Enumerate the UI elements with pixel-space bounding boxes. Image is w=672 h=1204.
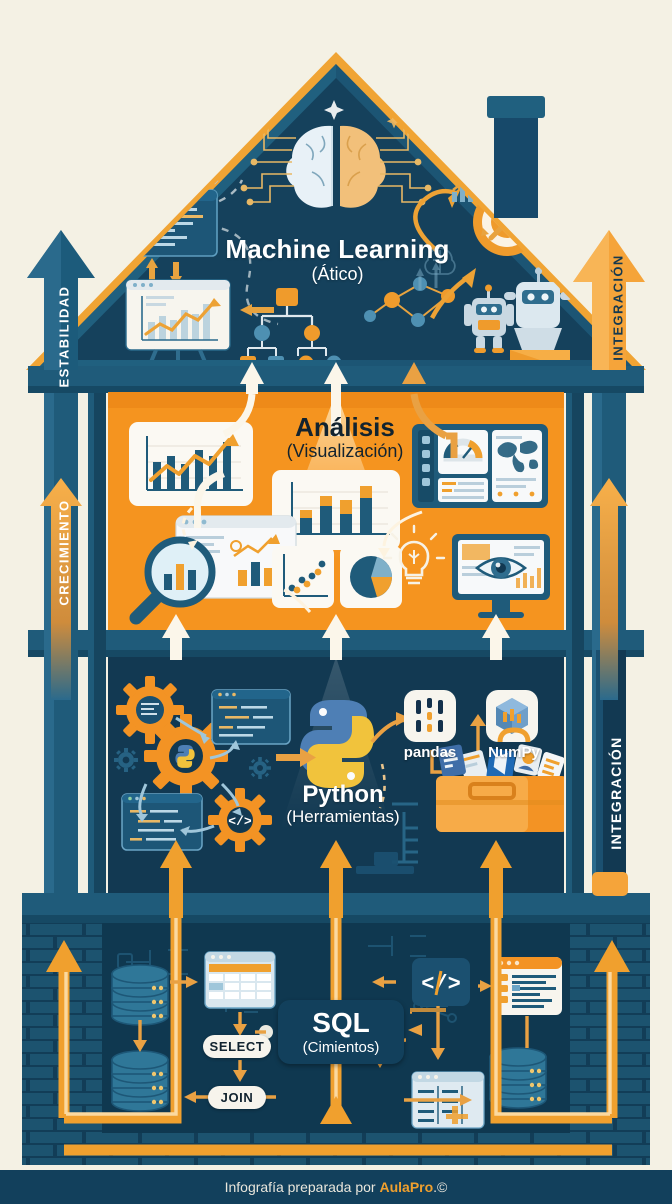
list-window-icon: [492, 957, 562, 1015]
table-grid-icon: [204, 951, 276, 1009]
svg-text:</>: </>: [228, 814, 252, 829]
database-cylinder-icon: [489, 1047, 547, 1109]
attic-graphics: [124, 100, 572, 360]
tool-label-pandas: pandas: [403, 744, 457, 761]
footer-suffix: .©: [433, 1179, 448, 1195]
footer-credit: Infografía preparada por AulaPro.©: [225, 1179, 448, 1195]
footer-bar: Infografía preparada por AulaPro.©: [0, 1170, 672, 1204]
tools-graphics: </>: [114, 660, 564, 874]
code-brackets-icon: </>: [412, 958, 470, 1006]
footer-brand: AulaPro: [379, 1179, 434, 1195]
database-cylinder-icon: [111, 1050, 169, 1112]
analysis-graphics: [129, 392, 550, 625]
sql-pill-select: SELECT: [203, 1035, 271, 1058]
footer-credit-text: Infografía preparada por: [224, 1179, 380, 1195]
database-cylinder-icon: [111, 964, 169, 1026]
tool-label-numpy: NumPy: [488, 744, 540, 761]
sql-pill-join: JOIN: [208, 1086, 266, 1109]
